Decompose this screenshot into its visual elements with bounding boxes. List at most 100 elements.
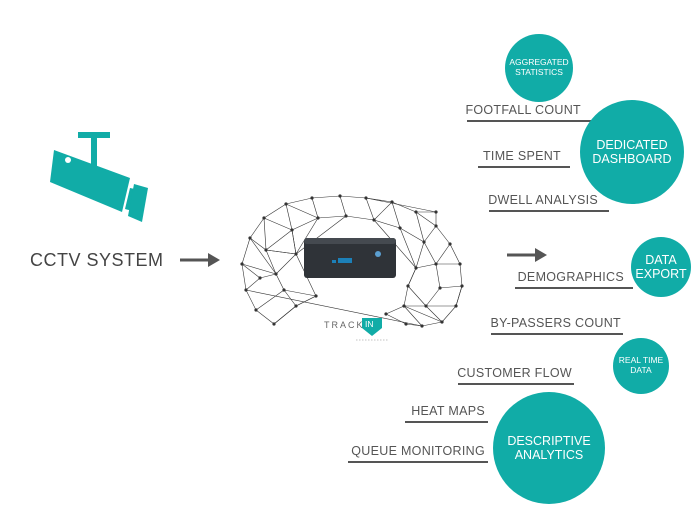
mesh-edge (265, 229, 293, 251)
feature-customer-flow: CUSTOMER FLOW (457, 366, 572, 380)
mesh-edge (415, 241, 425, 269)
mesh-node (248, 236, 252, 240)
svg-text:TRACK: TRACK (324, 320, 365, 330)
mesh-edge (385, 305, 405, 315)
mesh-edge (385, 313, 407, 325)
feature-underline (515, 287, 633, 289)
feature-heat-maps: HEAT MAPS (411, 404, 485, 418)
mesh-edge (255, 309, 275, 325)
mesh-edge (441, 305, 457, 323)
mesh-edge (285, 203, 319, 219)
mesh-node (372, 218, 376, 222)
feature-by-passers-count: BY-PASSERS COUNT (490, 316, 621, 330)
mesh-edge (291, 217, 319, 231)
feature-underline (405, 421, 488, 423)
mesh-node (454, 304, 458, 308)
mesh-edge (403, 285, 409, 307)
mesh-node (338, 194, 342, 198)
feature-underline (489, 210, 609, 212)
bubble-data-export: DATA EXPORT (631, 237, 691, 297)
mesh-node (344, 214, 348, 218)
mesh-edge (311, 195, 341, 199)
mesh-edge (245, 277, 261, 291)
mesh-node (310, 196, 314, 200)
mesh-edge (291, 229, 297, 255)
mesh-node (406, 284, 410, 288)
mesh-edge (373, 201, 393, 221)
mesh-node (290, 228, 294, 232)
bubble-real-time-data: REAL TIME DATA (613, 338, 669, 394)
mesh-edge (339, 195, 367, 199)
mesh-edge (391, 201, 417, 213)
mesh-edge (423, 225, 437, 243)
feature-queue-monitoring: QUEUE MONITORING (351, 444, 485, 458)
mesh-node (258, 276, 262, 280)
mesh-edge (255, 289, 285, 311)
mesh-edge (241, 263, 277, 275)
mesh-edge (275, 273, 285, 291)
mesh-edge (283, 289, 317, 297)
mesh-node (294, 304, 298, 308)
map-pin-icon (362, 318, 382, 336)
mesh-node (272, 322, 276, 326)
mesh-node (460, 284, 464, 288)
mesh-node (244, 288, 248, 292)
network-mesh: TRACK IN (240, 194, 464, 341)
mesh-edge (425, 305, 443, 323)
mesh-edge (425, 287, 441, 307)
feature-demographics: DEMOGRAPHICS (517, 270, 624, 284)
mesh-node (264, 248, 268, 252)
mesh-edge (249, 237, 267, 251)
mesh-edge (249, 217, 265, 239)
mesh-edge (435, 263, 441, 289)
feature-underline (491, 333, 623, 335)
mini-pc-icon (304, 238, 396, 278)
mesh-edge (405, 323, 423, 327)
mesh-edge (295, 295, 317, 307)
mesh-node (390, 200, 394, 204)
mesh-node (294, 252, 298, 256)
mesh-node (422, 240, 426, 244)
bubble-aggregated-statistics: AGGREGATED STATISTICS (505, 34, 573, 102)
feature-underline (458, 383, 574, 385)
feature-dwell-analysis: DWELL ANALYSIS (488, 193, 598, 207)
mesh-edge (415, 211, 425, 243)
mesh-edge (241, 263, 261, 279)
mesh-edge (415, 211, 437, 227)
mesh-edge (365, 197, 437, 213)
mesh-edge (449, 243, 461, 265)
mesh-edge (435, 225, 451, 245)
mesh-edge (283, 289, 297, 307)
mesh-node (254, 308, 258, 312)
mesh-edge (455, 285, 463, 307)
arrow-right-icon-2 (507, 248, 547, 262)
mesh-edge (245, 289, 257, 311)
mesh-edge (285, 203, 293, 231)
mesh-edge (275, 253, 297, 275)
feature-underline (478, 166, 570, 168)
mesh-edge (265, 249, 297, 255)
mesh-edge (423, 241, 437, 265)
mesh-edge (407, 267, 417, 287)
mesh-node (398, 226, 402, 230)
mesh-node (404, 322, 408, 326)
cctv-system-label: CCTV SYSTEM (30, 250, 164, 270)
mesh-node (314, 294, 318, 298)
feature-underline (467, 120, 607, 122)
mesh-edge (399, 227, 425, 243)
mesh-edge (439, 285, 463, 289)
mesh-node (262, 216, 266, 220)
cctv-camera-icon (50, 132, 148, 222)
mesh-edge (435, 243, 451, 265)
mesh-node (414, 210, 418, 214)
mesh-edge (273, 305, 297, 325)
mesh-edge (311, 197, 319, 219)
mesh-edge (345, 215, 375, 221)
feature-underline (348, 461, 488, 463)
mesh-edge (249, 237, 277, 275)
bubble-descriptive-analytics: DESCRIPTIVE ANALYTICS (493, 392, 605, 504)
mesh-node (448, 242, 452, 246)
mesh-node (434, 210, 438, 214)
mesh-node (240, 262, 244, 266)
mesh-edge (459, 263, 463, 287)
